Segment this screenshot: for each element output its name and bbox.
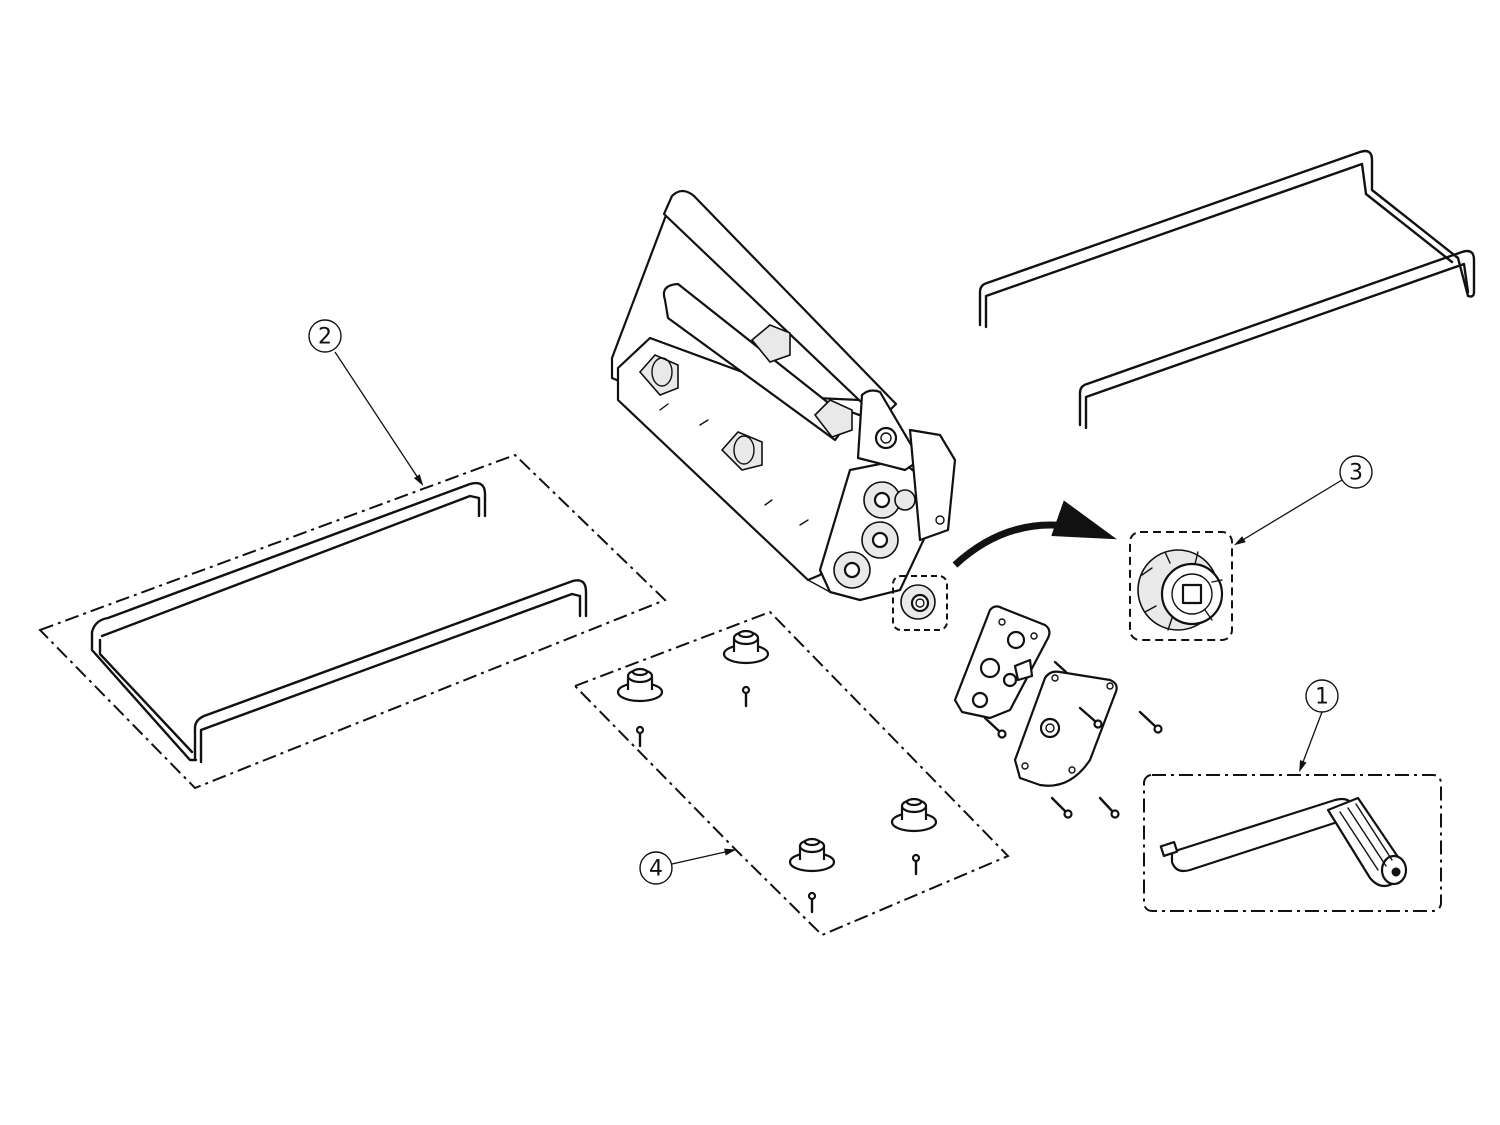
transfer-arrow: [952, 500, 1117, 568]
rubber-foot: [788, 837, 836, 873]
rubber-foot: [616, 667, 664, 703]
small-pinion-gear: [892, 575, 948, 631]
foot-screws: [635, 685, 921, 914]
gearbox-mounting-plate: [953, 605, 1051, 720]
svg-text:4: 4: [649, 857, 663, 882]
screws: [983, 660, 1163, 819]
crank-handle-kit: [1143, 774, 1442, 912]
callout-2: 2: [308, 319, 424, 486]
main-housing-assembly: [610, 189, 957, 602]
gear-train: [833, 481, 916, 589]
roller-bracket: [638, 324, 853, 471]
rod-frame-loose: [978, 149, 1476, 430]
rubber-foot: [890, 797, 938, 833]
gearbox-cover-plate: [1013, 670, 1118, 787]
callout-1: 1: [1299, 679, 1339, 773]
enlarged-gear: [1129, 531, 1233, 641]
callout-3: 3: [1233, 455, 1373, 546]
svg-text:3: 3: [1349, 461, 1363, 486]
rubber-foot: [722, 629, 770, 665]
callout-4: 4: [639, 848, 737, 885]
rod-frame-kit: [38, 453, 667, 790]
svg-text:1: 1: [1315, 685, 1329, 710]
foot-plate-kit: [573, 610, 1010, 937]
svg-text:2: 2: [318, 325, 332, 350]
